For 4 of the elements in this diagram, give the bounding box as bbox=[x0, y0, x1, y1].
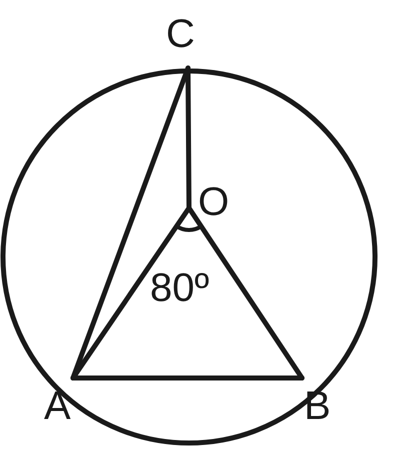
point-label: C bbox=[166, 14, 195, 54]
point-label: A bbox=[44, 386, 71, 426]
angle-label: 80º bbox=[150, 268, 210, 308]
point-label: O bbox=[198, 182, 230, 222]
